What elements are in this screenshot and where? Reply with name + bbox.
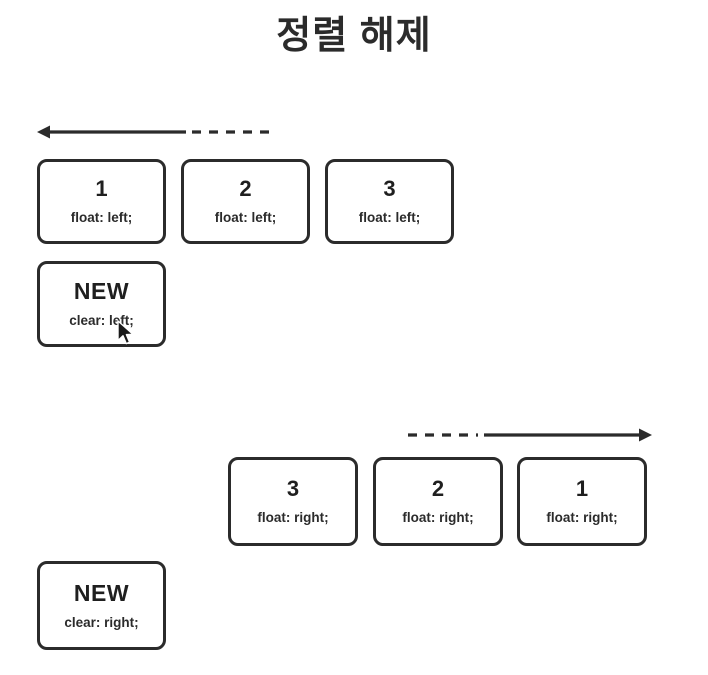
float-box[interactable]: 1 float: left;: [37, 159, 166, 244]
box-property: float: right;: [402, 510, 474, 526]
box-property: float: left;: [358, 210, 421, 226]
page-title: 정렬 해제: [276, 15, 432, 57]
box-label: NEW: [73, 579, 130, 606]
box-label: 2: [239, 176, 252, 202]
box-property: float: left;: [70, 210, 133, 226]
box-label: 1: [95, 176, 108, 202]
right-arrow-icon: [398, 424, 662, 446]
box-label: 3: [286, 476, 300, 502]
left-arrow-icon: [27, 121, 287, 143]
float-box[interactable]: 1 float: right;: [517, 457, 647, 546]
box-label: 3: [383, 176, 396, 202]
box-property: clear: right;: [64, 614, 139, 630]
box-label: 1: [575, 476, 589, 502]
box-property: float: right;: [546, 510, 618, 526]
float-box[interactable]: 2 float: right;: [373, 457, 503, 546]
box-property: clear: left;: [69, 313, 134, 329]
box-property: float: left;: [214, 210, 277, 226]
box-label: 2: [431, 476, 445, 502]
float-box[interactable]: 3 float: right;: [228, 457, 358, 546]
float-box[interactable]: 2 float: left;: [181, 159, 310, 244]
float-box[interactable]: 3 float: left;: [325, 159, 454, 244]
box-label: NEW: [73, 278, 130, 305]
clear-left-box[interactable]: NEW clear: left;: [37, 261, 166, 347]
box-property: float: right;: [257, 510, 329, 526]
clear-right-box[interactable]: NEW clear: right;: [37, 561, 166, 650]
